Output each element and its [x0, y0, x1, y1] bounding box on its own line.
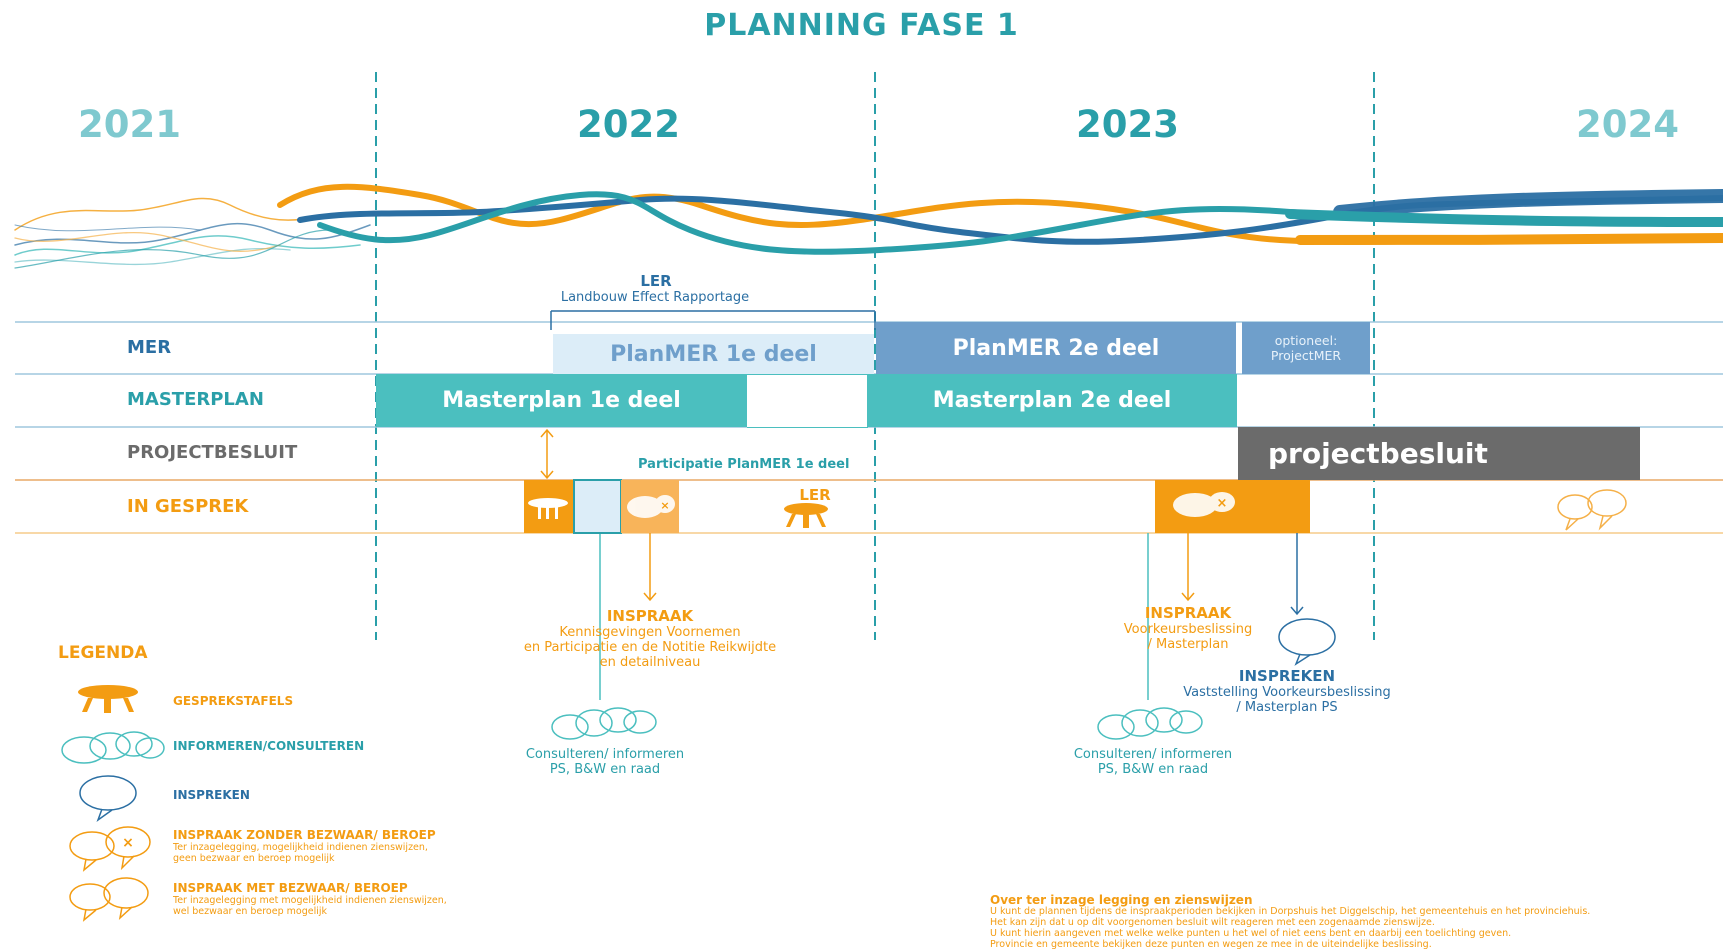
projectmer-line1: optioneel: [1274, 333, 1338, 348]
svg-text:×: × [1217, 496, 1228, 511]
note-line: U kunt de plannen tijdens de inspraakper… [990, 906, 1591, 917]
inspraak-1-title: INSPRAAK [606, 607, 694, 625]
cloud-icon [551, 707, 657, 740]
note-line: Het kan zijn dat u op dit voorgenomen be… [990, 917, 1435, 928]
inspreken-line: / Masterplan PS [1236, 700, 1338, 715]
legend-sub-line: geen bezwaar en beroep mogelijk [173, 853, 335, 864]
bar-projectmer: optioneel: ProjectMER [1242, 322, 1370, 374]
legend-sub-line: wel bezwaar en beroep mogelijk [173, 906, 327, 917]
note-line: U kunt hierin aangeven met welke welke p… [990, 928, 1512, 939]
note-line: Provincie en gemeente bekijken deze punt… [990, 939, 1432, 950]
bar-masterplan-2: Masterplan 2e deel [867, 374, 1237, 427]
inspraak-1-line: en Participatie en de Notitie Reikwijdte [523, 640, 777, 655]
legend-item-label: INSPREKEN [173, 788, 250, 802]
ler-subtitle: Landbouw Effect Rapportage [560, 290, 750, 305]
speech-bubble-x-icon [627, 495, 675, 518]
row-label-projectbesluit: PROJECTBESLUIT [127, 442, 298, 463]
speech-bubble-x-icon [1173, 492, 1235, 517]
projectmer-line2: ProjectMER [1270, 348, 1342, 363]
note-text: U kunt de plannen tijdens de inspraakper… [990, 906, 1710, 950]
legend-title: LEGENDA [58, 643, 148, 663]
table-icon [528, 498, 568, 519]
page-title: PLANNING FASE 1 [704, 8, 1019, 43]
inspraak-1-line: en detailniveau [599, 655, 701, 670]
svg-text:×: × [122, 835, 134, 851]
legend-item-label: INFORMEREN/CONSULTEREN [173, 739, 365, 753]
consult-2-caption: Consulteren/ informeren PS, B&W en raad [1048, 747, 1258, 777]
legend-cloud-icon [61, 731, 165, 764]
year-2023: 2023 [1076, 103, 1179, 146]
speech-bubble-icon [1278, 618, 1336, 666]
legend-item-label: INSPRAAK ZONDER BEZWAAR/ BEROEP [173, 828, 436, 842]
consult-1-caption: Consulteren/ informeren PS, B&W en raad [500, 747, 710, 777]
legend-sub-line: Ter inzagelegging met mogelijkheid indie… [173, 895, 447, 906]
legend-sub-line: Ter inzagelegging, mogelijkheid indienen… [173, 842, 428, 853]
legend-table-icon [78, 685, 138, 713]
inspreken-line: Vaststelling Voorkeursbeslissing [1183, 685, 1391, 700]
inspraak-2-title: INSPRAAK [1144, 604, 1232, 622]
participatie-label: Participatie PlanMER 1e deel [638, 457, 850, 472]
gesprek-block [573, 479, 622, 534]
note-title: Over ter inzage legging en zienswijzen [990, 893, 1253, 907]
consult-2-line: PS, B&W en raad [1097, 762, 1209, 777]
legend-item-label: GESPREKSTAFELS [173, 694, 294, 708]
inspraak-2-line: Voorkeursbeslissing [1123, 622, 1253, 637]
consult-2-line: Consulteren/ informeren [1073, 747, 1233, 762]
legend-bubble-multi-icon [69, 877, 149, 922]
legend-bubble-x-icon [69, 826, 151, 872]
inspraak-1-line: Kennisgevingen Voornemen [559, 625, 741, 640]
ler-title: LER [640, 272, 672, 290]
stream-lines [14, 183, 1723, 269]
table-icon [784, 503, 828, 528]
legend-item-sub: Ter inzagelegging met mogelijkheid indie… [173, 895, 447, 917]
inspreken-title: INSPREKEN [1238, 667, 1336, 685]
bar-planmer-1: PlanMER 1e deel [553, 334, 874, 374]
inspraak-1-text: Kennisgevingen Voornemen en Participatie… [470, 625, 830, 670]
inspraak-2-text: Voorkeursbeslissing / Masterplan [1088, 622, 1288, 652]
row-label-in-gesprek: IN GESPREK [127, 496, 249, 517]
consult-1-line: PS, B&W en raad [549, 762, 661, 777]
row-label-mer: MER [127, 337, 172, 358]
row-label-masterplan: MASTERPLAN [127, 389, 264, 410]
svg-text:×: × [660, 499, 669, 512]
ler-table-label: LER [799, 486, 831, 504]
masterplan-gap [747, 374, 868, 428]
year-2024: 2024 [1576, 103, 1679, 146]
inspreken-text: Vaststelling Voorkeursbeslissing / Maste… [1157, 685, 1417, 715]
year-2021: 2021 [78, 103, 181, 146]
year-2022: 2022 [577, 103, 680, 146]
inspraak-2-line: / Masterplan [1147, 637, 1229, 652]
consult-1-line: Consulteren/ informeren [525, 747, 685, 762]
bar-projectbesluit: projectbesluit [1238, 427, 1640, 480]
speech-bubble-icon [1557, 489, 1627, 531]
cloud-icon [1097, 707, 1203, 740]
legend-item-label: INSPRAAK MET BEZWAAR/ BEROEP [173, 881, 408, 895]
legend-bubble-icon [79, 775, 137, 823]
bar-masterplan-1: Masterplan 1e deel [376, 374, 747, 427]
bar-planmer-2: PlanMER 2e deel [876, 322, 1236, 374]
legend-item-sub: Ter inzagelegging, mogelijkheid indienen… [173, 842, 428, 864]
